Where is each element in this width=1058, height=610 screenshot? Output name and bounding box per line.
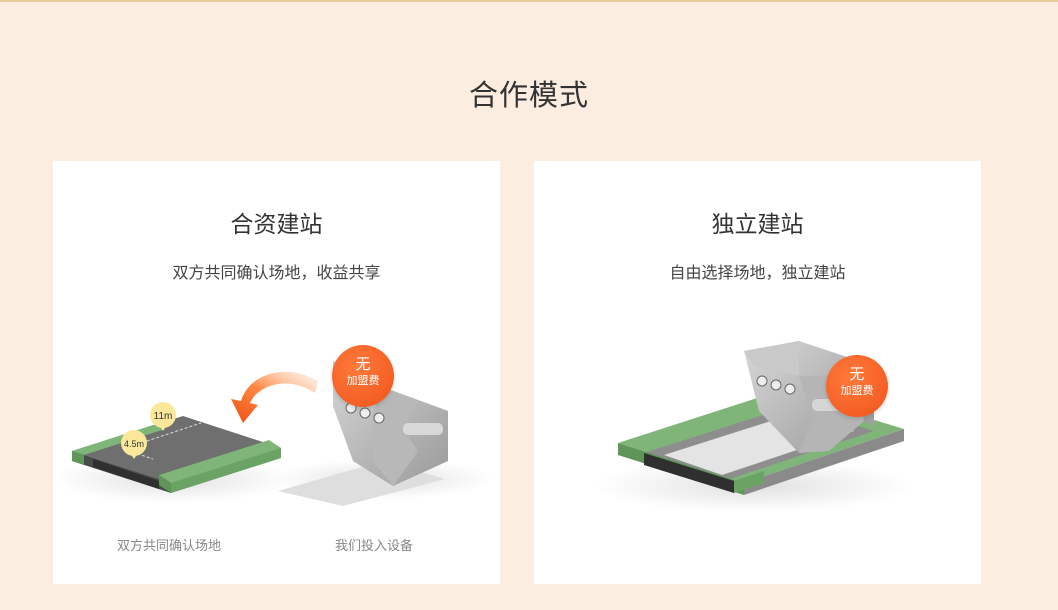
dimension-pin-4.5m: 4.5m xyxy=(121,430,147,459)
caption-site-confirmation: 双方共同确认场地 xyxy=(117,539,222,554)
card-independent: 独立建站 自由选择场地，独立建站 xyxy=(534,161,981,584)
card-subtitle: 双方共同确认场地，收益共享 xyxy=(172,263,381,282)
card-title: 独立建站 xyxy=(711,212,804,238)
card-joint-venture: 合资建站 双方共同确认场地，收益共享 xyxy=(53,161,500,584)
card-title: 合资建站 xyxy=(230,212,323,238)
section-title: 合作模式 xyxy=(468,78,589,112)
svg-text:4.5m: 4.5m xyxy=(124,439,144,449)
caption-equipment-investment: 我们投入设备 xyxy=(335,539,414,554)
no-franchise-fee-badge: 无 加盟费 xyxy=(332,345,394,407)
no-franchise-fee-badge: 无 加盟费 xyxy=(826,355,888,417)
independent-station-illustration xyxy=(594,341,914,512)
curved-arrow-icon xyxy=(231,371,318,423)
card-subtitle: 自由选择场地，独立建站 xyxy=(669,263,846,282)
site-and-equipment-illustration: 11m 4.5m xyxy=(53,361,493,506)
dimension-pin-11m: 11m xyxy=(150,402,176,431)
svg-text:11m: 11m xyxy=(154,411,173,422)
parking-lot-graphic xyxy=(72,416,281,493)
top-border xyxy=(0,0,1058,2)
